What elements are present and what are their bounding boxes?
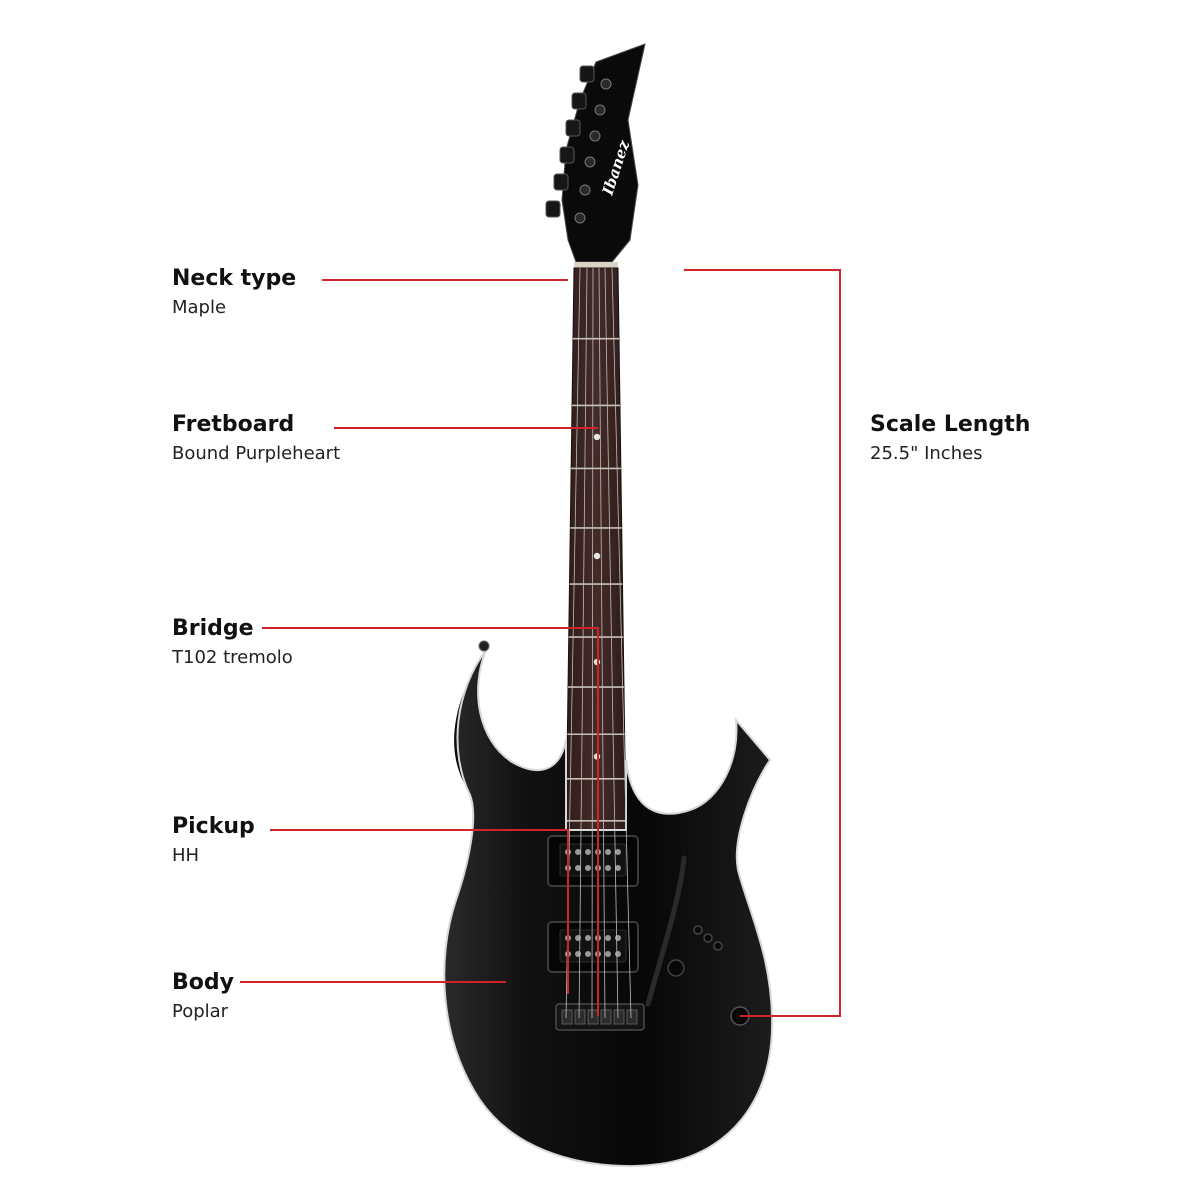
tuning-pegs [545, 65, 595, 218]
spec-title: Bridge [172, 616, 254, 641]
control-knobs [667, 925, 723, 977]
spec-bridge: Bridge T102 tremolo [172, 616, 293, 670]
fret-marker [593, 433, 601, 441]
headstock: Ibanez [545, 43, 646, 268]
tremolo-arm [645, 855, 687, 1007]
spec-title: Body [172, 970, 234, 995]
callout-lines [240, 269, 841, 1017]
spec-value: HH [172, 845, 200, 866]
bridge-pickup [547, 921, 639, 973]
neck [565, 267, 627, 831]
strap-button [478, 640, 490, 652]
tremolo-bridge [555, 1003, 645, 1031]
fret-marker [593, 552, 601, 560]
spec-title: Scale Length [870, 412, 1031, 437]
spec-fretboard: Fretboard Bound Purpleheart [172, 412, 340, 466]
body-outline [443, 649, 774, 1167]
spec-title: Pickup [172, 814, 255, 839]
frets [566, 337, 626, 822]
spec-pickup: Pickup HH [172, 814, 255, 868]
spec-value: Maple [172, 297, 227, 318]
spec-value: 25.5" Inches [870, 443, 983, 464]
spec-value: Poplar [172, 1001, 229, 1022]
tuner-posts [574, 78, 612, 224]
scale-length-bracket [684, 269, 841, 1017]
spec-title: Neck type [172, 266, 297, 291]
neck-pickup [547, 835, 639, 887]
spec-scale-length: Scale Length 25.5" Inches [870, 412, 1030, 466]
spec-value: T102 tremolo [172, 647, 293, 668]
strings [565, 267, 632, 1019]
spec-title: Fretboard [172, 412, 295, 437]
bridge-leader [262, 627, 599, 1016]
spec-value: Bound Purpleheart [172, 443, 341, 464]
nut [574, 262, 618, 268]
spec-body: Body Poplar [172, 970, 234, 1024]
pickup-leader [270, 829, 569, 994]
spec-neck-type: Neck type Maple [172, 266, 296, 320]
